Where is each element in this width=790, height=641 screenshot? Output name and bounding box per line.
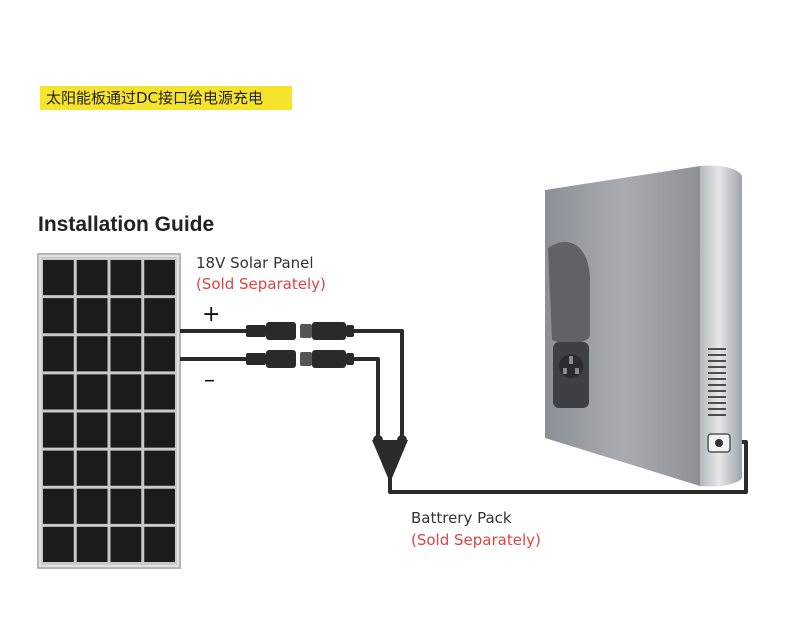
solar-cell: [43, 260, 74, 296]
solar-panel-label: 18V Solar Panel: [196, 254, 314, 272]
info-banner: 太阳能板通过DC接口给电源充电: [40, 86, 292, 110]
solar-cell: [144, 412, 175, 448]
solar-cell: [110, 298, 142, 334]
page-title: Installation Guide: [38, 213, 215, 236]
solar-cell: [110, 488, 142, 524]
solar-cell: [110, 336, 142, 372]
solar-cell: [43, 374, 74, 410]
solar-cell: [144, 488, 175, 524]
solar-cell: [76, 298, 108, 334]
panel-cells: [43, 260, 175, 562]
solar-cell: [76, 336, 108, 372]
mc4-connector-icon: [246, 322, 354, 368]
solar-cell: [76, 488, 108, 524]
solar-cell: [110, 374, 142, 410]
solar-cell: [144, 526, 175, 562]
solar-cell: [43, 526, 74, 562]
solar-cell: [76, 374, 108, 410]
solar-cell: [43, 412, 74, 448]
solar-cell: [110, 450, 142, 486]
solar-cell: [43, 298, 74, 334]
y-branch-connector-icon: [372, 435, 408, 478]
solar-cell: [76, 526, 108, 562]
solar-cell: [144, 298, 175, 334]
solar-cell: [110, 412, 142, 448]
battery-pack-note: (Sold Separately): [411, 531, 541, 549]
solar-cell: [144, 374, 175, 410]
positive-terminal-label: +: [202, 302, 221, 327]
battery-pack-label: Battrery Pack: [411, 509, 512, 527]
solar-cell: [43, 336, 74, 372]
power-station-icon: [545, 165, 742, 487]
solar-cell: [144, 336, 175, 372]
solar-cell: [43, 488, 74, 524]
solar-panel-icon: [37, 253, 181, 569]
solar-cell: [144, 450, 175, 486]
solar-cell: [144, 260, 175, 296]
solar-cell: [76, 412, 108, 448]
solar-cell: [110, 260, 142, 296]
solar-cell: [76, 260, 108, 296]
solar-cell: [43, 450, 74, 486]
dc-port-icon: [707, 433, 731, 453]
negative-terminal-label: –: [204, 368, 215, 393]
vent-grille: [708, 348, 726, 416]
solar-cell: [110, 526, 142, 562]
solar-cell: [76, 450, 108, 486]
solar-panel-note: (Sold Separately): [196, 275, 326, 293]
ac-outlet-icon: [553, 342, 589, 408]
